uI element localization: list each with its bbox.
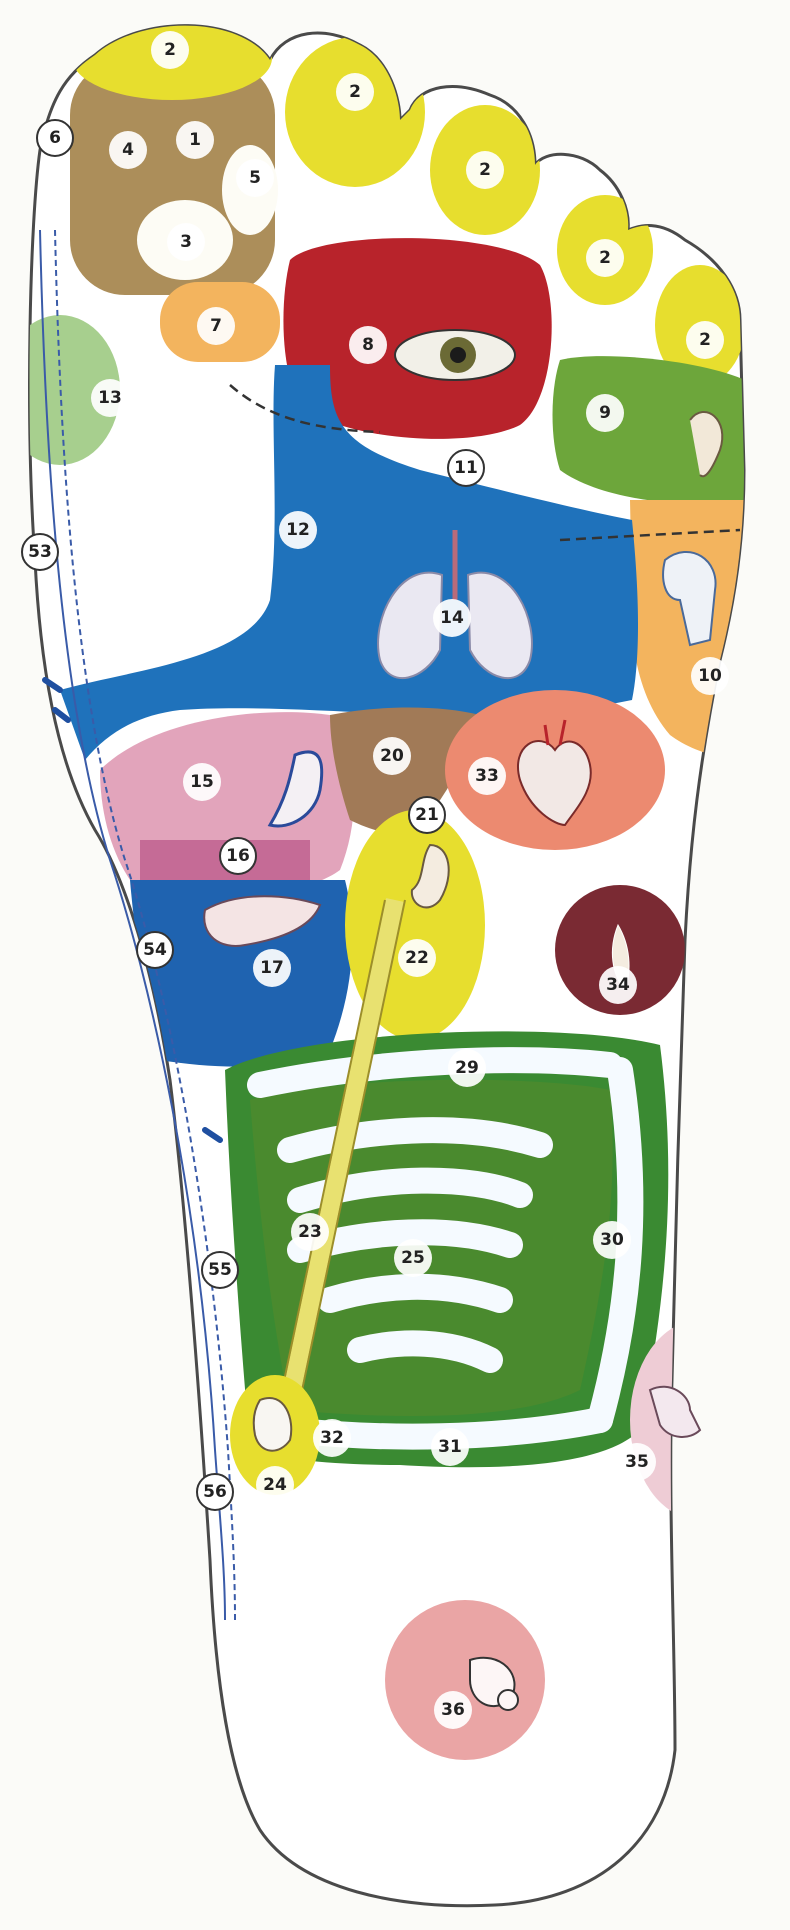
zone-label: 2	[151, 31, 189, 69]
zone-label: 17	[253, 949, 291, 987]
zone-2-toe-2	[285, 37, 425, 187]
zone-label: 56	[196, 1473, 234, 1511]
zone-label: 13	[91, 379, 129, 417]
zone-label: 22	[398, 939, 436, 977]
zone-label: 20	[373, 737, 411, 775]
zone-label: 14	[433, 599, 471, 637]
zone-label: 29	[448, 1049, 486, 1087]
zone-label: 30	[593, 1221, 631, 1259]
eye-icon	[395, 330, 515, 380]
zone-label: 3	[167, 223, 205, 261]
zone-35-knee	[630, 1320, 770, 1520]
zone-label: 36	[434, 1691, 472, 1729]
zone-label: 10	[691, 657, 729, 695]
zone-label: 8	[349, 326, 387, 364]
zone-label: 35	[618, 1443, 656, 1481]
zone-label: 6	[36, 119, 74, 157]
zone-label: 15	[183, 763, 221, 801]
zone-label: 2	[466, 151, 504, 189]
zone-label: 32	[313, 1419, 351, 1457]
zone-36	[385, 1600, 545, 1760]
zone-label: 23	[291, 1213, 329, 1251]
zone-label: 9	[586, 394, 624, 432]
zone-label: 16	[219, 837, 257, 875]
zone-label: 54	[136, 931, 174, 969]
zone-label: 2	[336, 73, 374, 111]
zone-label: 33	[468, 757, 506, 795]
zone-label: 4	[109, 131, 147, 169]
zone-label: 2	[686, 321, 724, 359]
zone-label: 25	[394, 1239, 432, 1277]
zone-label: 1	[176, 121, 214, 159]
bladder-icon	[254, 1398, 291, 1451]
zone-label: 55	[201, 1251, 239, 1289]
zone-label: 5	[236, 159, 274, 197]
zone-label: 7	[197, 307, 235, 345]
zone-label: 31	[431, 1428, 469, 1466]
zone-label: 53	[21, 533, 59, 571]
zone-label: 11	[447, 449, 485, 487]
zone-label: 12	[279, 511, 317, 549]
zone-label: 2	[586, 239, 624, 277]
zone-label: 24	[256, 1466, 294, 1504]
zone-label: 34	[599, 966, 637, 1004]
zone-label: 21	[408, 796, 446, 834]
